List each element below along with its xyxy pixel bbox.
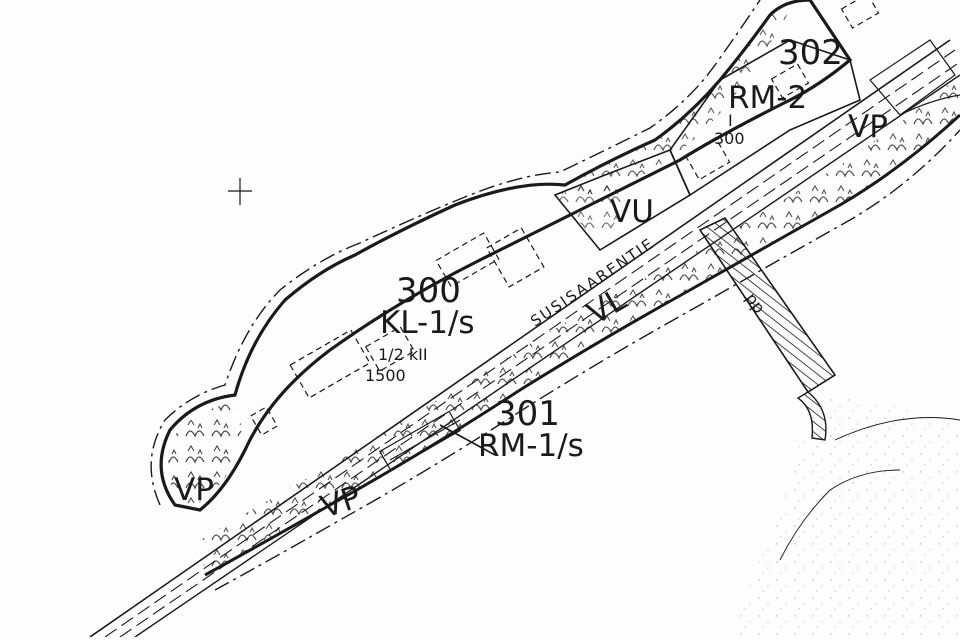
block-300-floors: 1/2 kII (378, 345, 428, 364)
shoreline (779, 417, 960, 561)
area-vp-west: VP (174, 472, 214, 508)
block-302-outline (669, 39, 861, 197)
block-301-zone: RM-1/s (478, 428, 584, 464)
block-300-floor-area: 1500 (365, 366, 406, 385)
block-302-floors: I (728, 111, 733, 130)
survey-cross-icon (228, 178, 252, 205)
block-300-number: 300 (396, 271, 461, 311)
block-302-number: 302 (778, 33, 843, 73)
shore-stipple (730, 395, 960, 637)
area-vp-northeast: VP (848, 109, 888, 145)
plan-boundary-south (214, 129, 960, 591)
area-vu: VU (610, 194, 654, 230)
block-302-zone: RM-2 (728, 80, 807, 116)
vegetation-south (200, 75, 960, 575)
vu-area-fill (555, 175, 630, 245)
vegetation-west-vp (168, 402, 242, 508)
plan-boundary-north (150, 0, 761, 506)
vegetation-north-edge (560, 10, 790, 200)
northeast-parcels (869, 39, 960, 116)
block-300-zone: KL-1/s (380, 305, 475, 341)
block-302-floor-area: 300 (714, 129, 745, 148)
block-301-number: 301 (495, 394, 560, 434)
building-footprints (249, 0, 880, 436)
block-301-pointer (439, 424, 496, 456)
pedestrian-stairs (698, 216, 837, 441)
block-301-buildings (379, 410, 461, 472)
